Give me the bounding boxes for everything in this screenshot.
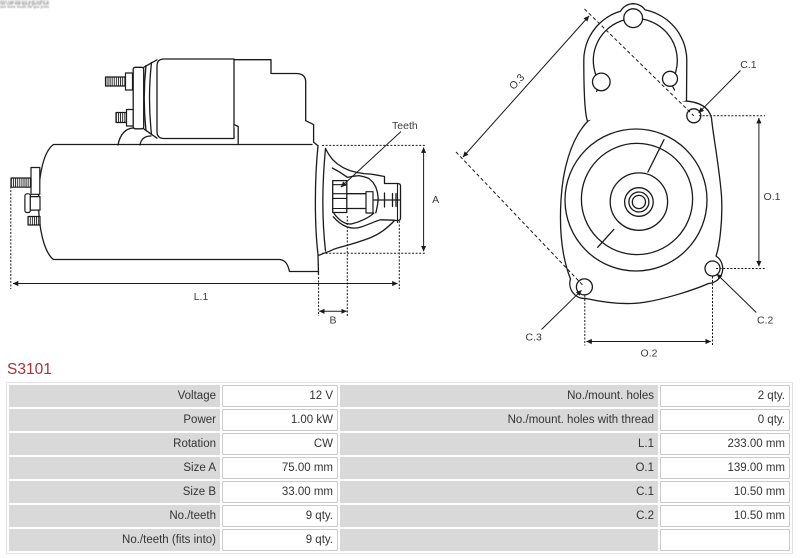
svg-text:L.1: L.1 xyxy=(194,291,209,303)
svg-text:A: A xyxy=(432,194,439,206)
svg-text:C.1: C.1 xyxy=(740,59,757,71)
svg-text:Teeth: Teeth xyxy=(392,120,418,132)
svg-text:O.2: O.2 xyxy=(641,348,658,360)
svg-text:O.1: O.1 xyxy=(764,191,781,203)
svg-text:B: B xyxy=(329,315,336,327)
svg-text:O.3: O.3 xyxy=(507,72,527,93)
svg-text:C.2: C.2 xyxy=(757,315,774,327)
svg-text:C.3: C.3 xyxy=(526,331,543,343)
